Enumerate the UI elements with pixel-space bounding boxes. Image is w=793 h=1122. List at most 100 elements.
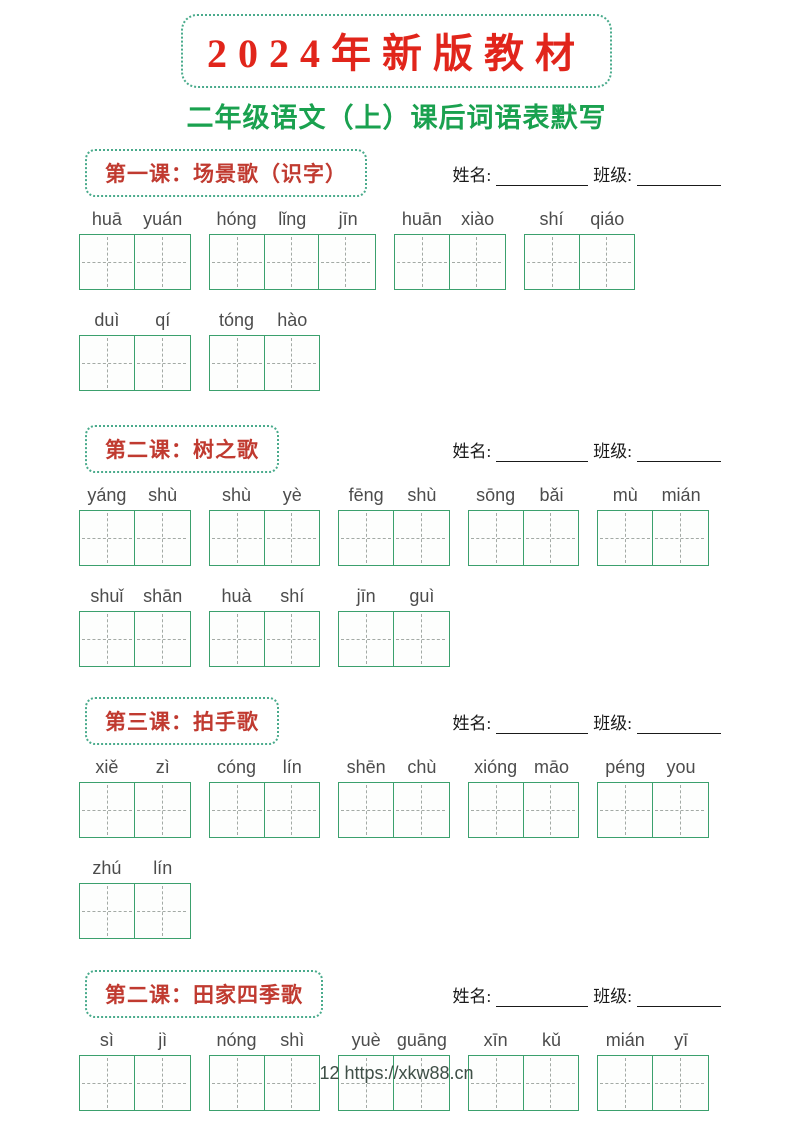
pinyin-syllable: yè <box>282 485 302 505</box>
pinyin-syllable: lín <box>153 858 173 878</box>
name-blank-line <box>496 171 589 186</box>
writing-grid <box>208 510 321 566</box>
lesson-title: 第三课：拍手歌 <box>105 710 259 734</box>
pinyin-syllable: tóng <box>218 310 255 330</box>
class-label: 班级: <box>593 986 632 1006</box>
writing-cell <box>80 783 134 837</box>
writing-grid <box>597 1055 709 1111</box>
pinyin-syllable: lín <box>282 757 302 777</box>
writing-cell <box>448 235 503 289</box>
writing-cell <box>652 511 706 565</box>
pinyin-syllable: fēng <box>348 485 384 505</box>
pinyin-syllable: jì <box>158 1030 168 1050</box>
writing-cell <box>393 783 447 837</box>
class-label: 班级: <box>593 165 632 185</box>
writing-grid <box>597 782 709 838</box>
pinyin-syllable: xiào <box>461 209 495 229</box>
writing-cell <box>598 511 652 565</box>
lesson-title: 第二课：树之歌 <box>105 438 259 462</box>
word-group: fēng shù <box>338 485 450 566</box>
pinyin-syllable: chù <box>407 757 437 777</box>
writing-cell <box>652 783 706 837</box>
writing-grid <box>208 234 376 290</box>
writing-grid <box>79 1055 191 1111</box>
writing-cell <box>80 1056 134 1110</box>
writing-cell <box>263 1056 318 1110</box>
pinyin-syllable: bǎi <box>539 485 564 505</box>
writing-cell <box>134 235 188 289</box>
writing-cell <box>134 783 188 837</box>
pinyin-syllable: shí <box>280 586 305 606</box>
name-class-fields: 姓名: 班级: <box>453 161 721 186</box>
writing-cell <box>469 1056 523 1110</box>
writing-cell <box>134 612 188 666</box>
name-blank-line <box>496 719 589 734</box>
writing-cell <box>80 511 134 565</box>
writing-cell <box>134 511 188 565</box>
class-blank-line <box>637 719 721 734</box>
writing-cell <box>522 511 577 565</box>
pinyin-syllable: lǐng <box>278 209 307 229</box>
writing-cell <box>80 884 134 938</box>
writing-cell <box>522 783 577 837</box>
pinyin-syllable: māo <box>533 757 569 777</box>
pinyin-syllable: guì <box>409 586 435 606</box>
pinyin-syllable: shù <box>407 485 437 505</box>
pinyin-syllable: hóng <box>216 209 257 229</box>
writing-grid <box>79 611 191 667</box>
pinyin-syllable: qí <box>155 310 171 330</box>
writing-grid <box>393 234 506 290</box>
pinyin-syllable: cóng <box>216 757 257 777</box>
writing-cell <box>210 235 264 289</box>
writing-cell <box>210 783 264 837</box>
writing-cell <box>339 612 393 666</box>
writing-grid <box>79 782 191 838</box>
pinyin-syllable: xīn <box>483 1030 508 1050</box>
writing-cell <box>469 783 523 837</box>
pinyin-syllable: qiáo <box>590 209 625 229</box>
pinyin-row: cóng lín <box>209 757 321 778</box>
lesson-title-box: 第二课：田家四季歌 <box>85 970 323 1018</box>
lesson-title: 第一课：场景歌（识字） <box>105 162 347 186</box>
pinyin-syllable: shēn <box>346 757 386 777</box>
writing-grid <box>208 782 321 838</box>
writing-cell <box>210 336 264 390</box>
writing-cell <box>80 235 134 289</box>
pinyin-syllable: shì <box>280 1030 305 1050</box>
pinyin-syllable: huà <box>221 586 252 606</box>
writing-cell <box>339 783 393 837</box>
writing-cell <box>339 1056 393 1110</box>
pinyin-syllable: shān <box>143 586 183 606</box>
writing-grid <box>208 611 321 667</box>
lesson-title-box: 第二课：树之歌 <box>85 425 279 473</box>
name-blank-line <box>496 447 589 462</box>
writing-cell <box>210 1056 264 1110</box>
name-label: 姓名: <box>452 986 492 1006</box>
writing-grid <box>338 782 450 838</box>
writing-grid <box>467 510 580 566</box>
writing-cell <box>652 1056 706 1110</box>
section-header: 第二课：田家四季歌 姓名: 班级: <box>85 970 721 1018</box>
worksheet-subtitle: 二年级语文（上）课后词语表默写 <box>186 103 607 133</box>
